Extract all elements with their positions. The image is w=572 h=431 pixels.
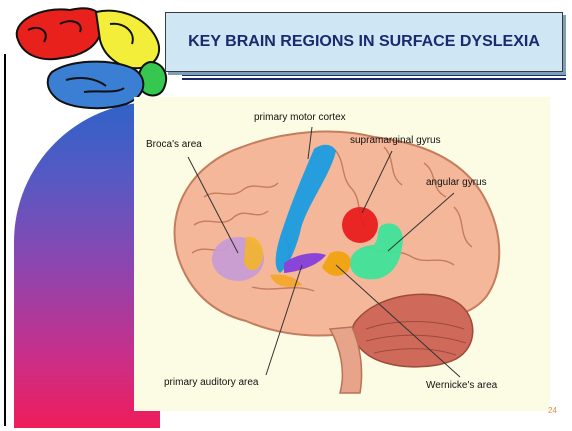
label-primary-auditory-area: primary auditory area bbox=[164, 377, 258, 388]
page-number: 24 bbox=[548, 406, 557, 415]
title-underline bbox=[182, 75, 566, 76]
slide-title: KEY BRAIN REGIONS IN SURFACE DYSLEXIA bbox=[176, 32, 552, 52]
label-wernickes-area: Wernicke's area bbox=[426, 380, 497, 391]
brain-diagram: primary motor cortex Broca's area supram… bbox=[134, 97, 550, 411]
title-box: KEY BRAIN REGIONS IN SURFACE DYSLEXIA bbox=[165, 12, 563, 72]
label-supramarginal-gyrus: supramarginal gyrus bbox=[350, 135, 441, 146]
label-brocas-area: Broca's area bbox=[146, 139, 202, 150]
label-primary-motor-cortex: primary motor cortex bbox=[254, 112, 346, 123]
supramarginal-gyrus-region bbox=[342, 207, 378, 243]
title-underline-thick bbox=[182, 78, 566, 80]
label-angular-gyrus: angular gyrus bbox=[426, 177, 487, 188]
